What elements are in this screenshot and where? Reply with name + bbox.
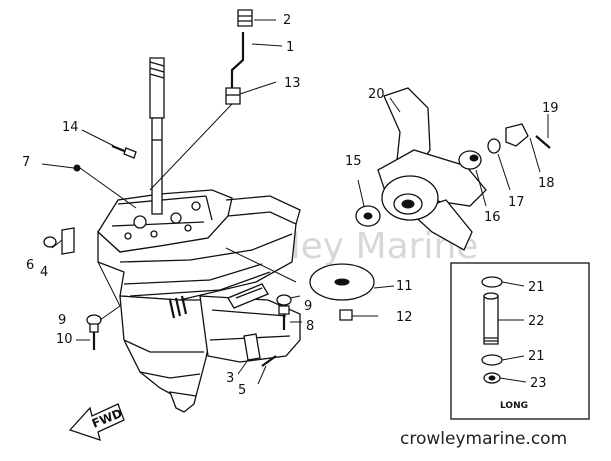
callout-20: 20 (368, 87, 385, 102)
callout-21-bottom: 21 (528, 349, 545, 364)
callout-2: 2 (283, 13, 291, 28)
callout-6: 6 (26, 258, 34, 273)
callout-13: 13 (284, 76, 301, 91)
callout-7: 7 (22, 155, 30, 170)
callout-1: 1 (286, 40, 294, 55)
thrust-washer (355, 205, 381, 227)
leader-lines (41, 19, 549, 385)
callout-14: 14 (62, 120, 79, 135)
callout-23: 23 (530, 376, 547, 391)
callout-4: 4 (40, 265, 48, 280)
small-parts (43, 144, 353, 367)
callout-8: 8 (306, 319, 314, 334)
callout-12: 12 (396, 310, 413, 325)
callout-3: 3 (226, 371, 234, 386)
callout-11: 11 (396, 279, 413, 294)
callout-5: 5 (238, 383, 246, 398)
drive-shaft (149, 57, 165, 215)
forward-arrow: FWD (68, 403, 125, 441)
shift-rod-assembly (149, 9, 253, 191)
callout-16: 16 (484, 210, 501, 225)
callout-21-top: 21 (528, 280, 545, 295)
callout-19: 19 (542, 101, 559, 116)
lower-unit-casing (97, 189, 301, 413)
callout-18: 18 (538, 176, 555, 191)
propeller-hardware (458, 123, 551, 170)
callout-17: 17 (508, 195, 525, 210)
inset-label: LONG (500, 401, 528, 411)
website-url: crowleymarine.com (400, 429, 567, 449)
callout-labels: 2 1 13 14 7 20 19 15 18 17 16 11 6 4 9 9… (22, 13, 559, 398)
callout-22: 22 (528, 314, 545, 329)
callout-9-right: 9 (304, 299, 312, 314)
callout-9-left: 9 (58, 313, 66, 328)
callout-10: 10 (56, 332, 73, 347)
anode-plate (309, 263, 375, 301)
propeller (377, 87, 487, 251)
callout-15: 15 (345, 154, 362, 169)
long-shaft-inset: LONG (450, 262, 590, 420)
